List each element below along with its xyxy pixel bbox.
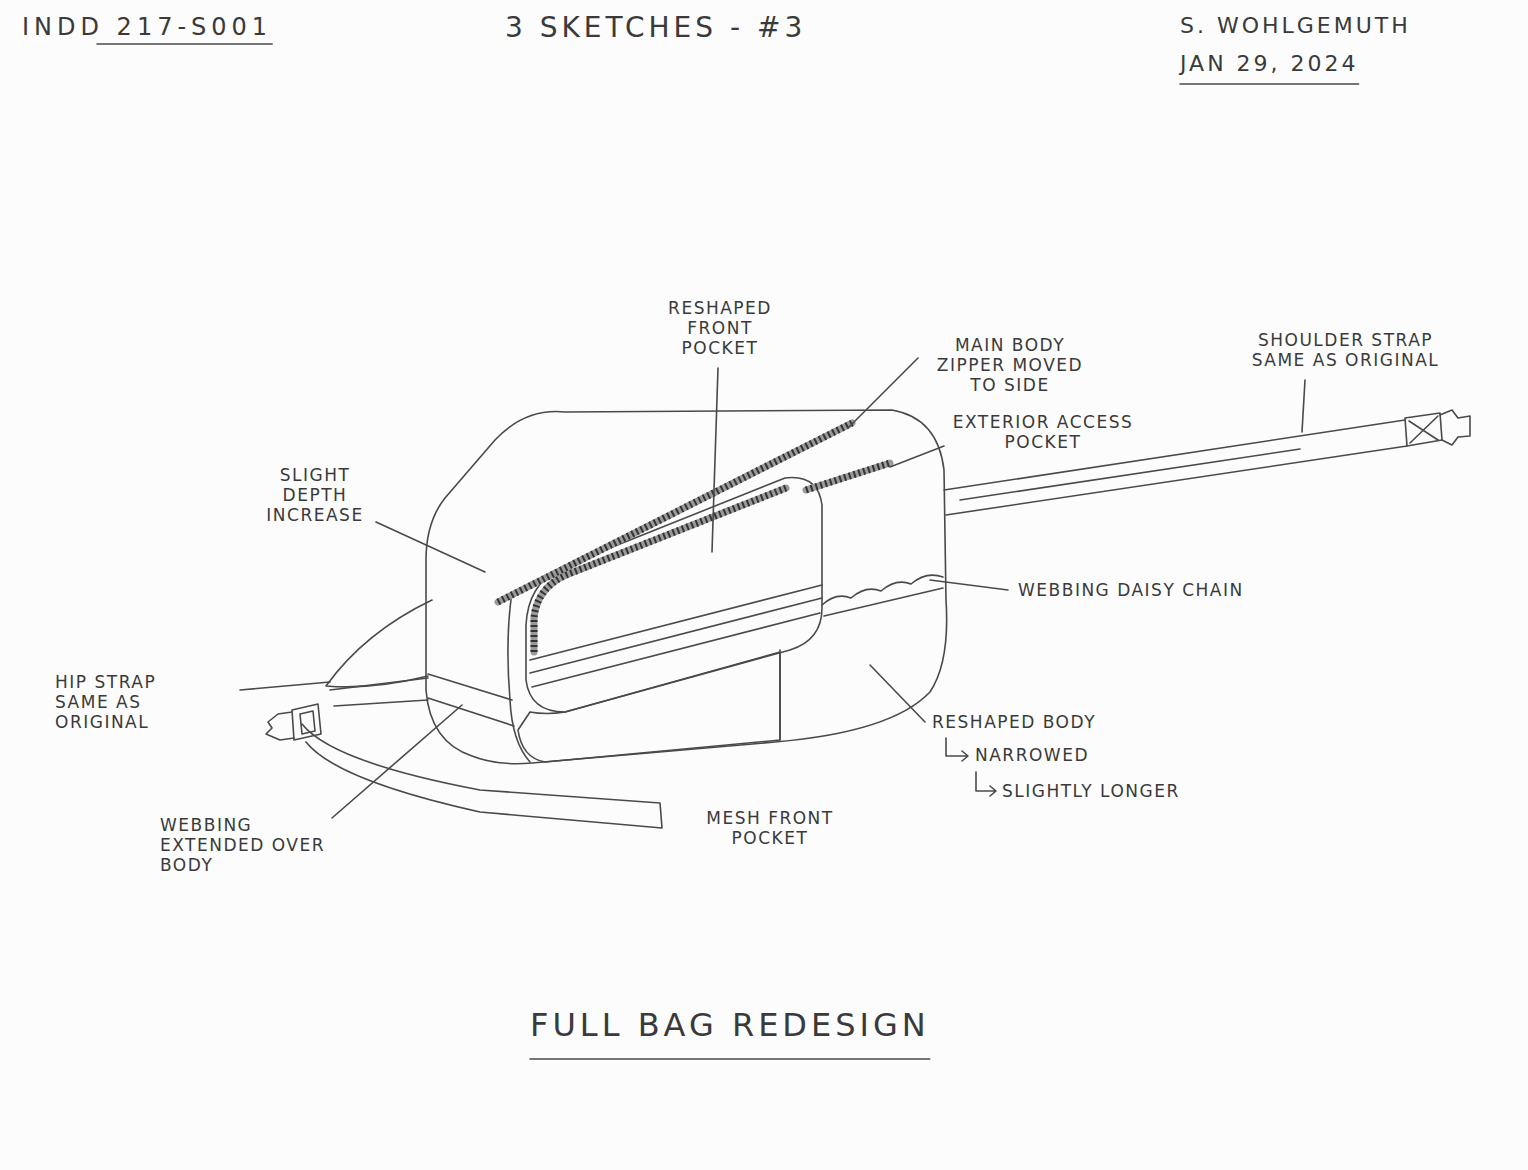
leader-line [848, 358, 918, 428]
date: JAN 29, 2024 [1180, 50, 1359, 78]
callout-label: RESHAPED FRONT POCKET [650, 298, 790, 358]
sheet-title: 3 SKETCHES - #3 [505, 10, 806, 45]
hip-flap [326, 600, 432, 687]
strap-buckle [1440, 410, 1470, 445]
callout-label: SHOULDER STRAP SAME AS ORIGINAL [1238, 330, 1453, 370]
leader-line [1302, 380, 1305, 432]
callout-label: WEBBING DAISY CHAIN [1018, 580, 1244, 600]
callout-note: SLIGHTLY LONGER [1002, 781, 1180, 801]
sub-arrow [946, 738, 968, 761]
main-zipper [498, 423, 852, 602]
buckle [266, 712, 294, 740]
underline [530, 1058, 930, 1060]
hip-strap [330, 678, 428, 706]
callout-label: EXTERIOR ACCESS POCKET [933, 412, 1153, 452]
callout-note: NARROWED [975, 745, 1089, 765]
pocket-stripes [530, 585, 822, 687]
strap-end [1405, 413, 1442, 446]
access-zipper [806, 463, 890, 490]
main-zipper [498, 423, 852, 602]
author-name: S. WOHLGEMUTH [1180, 12, 1411, 40]
callout-label: RESHAPED BODY [932, 712, 1096, 732]
access-zipper [806, 463, 890, 490]
callout-label: SLIGHT DEPTH INCREASE [250, 465, 380, 525]
course-code: INDD 217-S001 [22, 12, 272, 42]
callout-label: MESH FRONT POCKET [685, 808, 855, 848]
sub-arrow [976, 772, 996, 796]
webbing-band [428, 674, 514, 726]
underline-group [97, 44, 1359, 1059]
leader-line [870, 665, 925, 722]
leader-line [712, 368, 718, 552]
mesh-pocket [518, 652, 780, 762]
hip-strap [302, 724, 662, 828]
bag-body [426, 410, 947, 764]
pocket-zipper [534, 488, 786, 652]
leader-line [332, 705, 462, 818]
callout-label: WEBBING EXTENDED OVER BODY [160, 815, 360, 875]
buckle [292, 704, 321, 740]
sketch-caption: FULL BAG REDESIGN [530, 1005, 930, 1045]
pocket-zipper [534, 488, 786, 652]
callout-label: MAIN BODY ZIPPER MOVED TO SIDE [925, 335, 1095, 395]
leader-line [376, 522, 485, 572]
leader-line [930, 580, 1008, 590]
mesh-seam [779, 650, 781, 740]
underline [1180, 83, 1359, 85]
leader-line [240, 682, 330, 690]
daisy-chain [822, 575, 943, 616]
leader-line [890, 446, 944, 467]
underline [97, 43, 272, 45]
callout-label: HIP STRAP SAME AS ORIGINAL [55, 672, 185, 732]
leader-lines [240, 358, 1305, 818]
